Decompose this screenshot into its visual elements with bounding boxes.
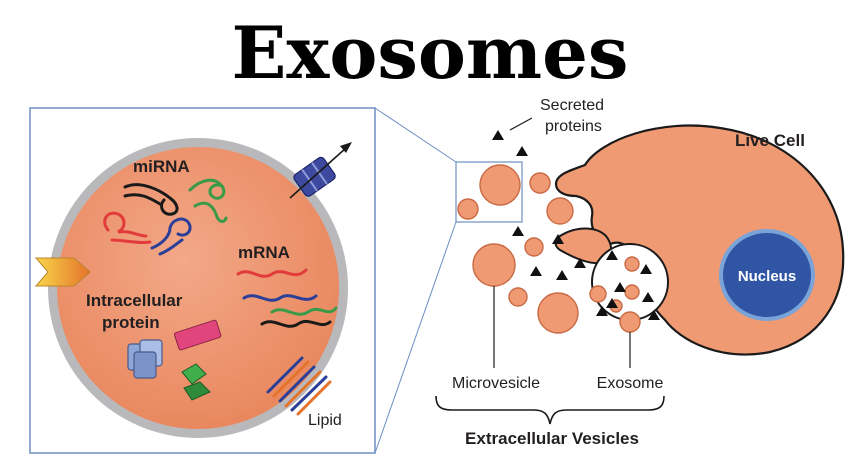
vesicle-zoom: miRNA mRNA Intracellular protein [34,138,352,438]
label-intracellular-line2: protein [102,313,160,332]
secreted-protein-icon [552,234,564,244]
label-intracellular-protein: Intracellular protein [86,291,187,332]
exosome [619,311,641,333]
secreted-proteins-group [492,130,660,320]
label-exosome: Exosome [597,375,664,392]
lipid-icon [266,356,332,416]
protein-blue-barrel [127,339,163,379]
mrna-blue [242,294,318,302]
nucleus [719,229,815,321]
mrna-green [270,306,338,316]
secreted-protein-icon [574,258,586,268]
extracellular-vesicles-group [457,164,641,334]
label-mrna: mRNA [238,243,290,262]
zoom-line-bottom [374,221,457,454]
zoom-line-top [374,107,457,163]
live-cell: Nucleus Live Cell [554,124,845,356]
exosome [624,284,640,300]
channel-arrow-head [340,142,352,153]
label-live-cell: Live Cell [735,131,805,150]
microvesicle [546,197,574,225]
mrna-black [260,319,332,328]
microvesicle [472,243,516,287]
label-secreted-line2: proteins [545,118,602,135]
secreted-protein-icon [512,226,524,236]
secreted-protein-icon [642,292,654,302]
mirna-black [123,183,179,216]
microvesicle [529,172,551,194]
exosome [624,256,640,272]
secreted-protein-icon [516,146,528,156]
secreted-protein-icon [648,310,660,320]
secreted-pointer [509,117,533,131]
label-secreted-line1: Secreted [540,97,604,114]
exosome [589,285,607,303]
secreted-protein-icon [530,266,542,276]
vesicles-brace [435,395,665,425]
protein-pink [174,319,222,351]
mirna-blue [150,217,192,256]
secreted-protein-icon [606,298,618,308]
label-extracellular-vesicles: Extracellular Vesicles [465,429,639,448]
label-mirna: miRNA [133,157,190,176]
microvesicle [479,164,521,206]
label-intracellular-line1: Intracellular [86,291,183,310]
secreted-protein-icon [596,306,608,316]
mirna-red [103,211,152,245]
label-microvesicle: Microvesicle [452,375,540,392]
protein-green [181,363,211,401]
microvesicle [508,287,528,307]
secreted-protein-icon [640,264,652,274]
zoom-source-box [455,161,523,223]
label-lipid: Lipid [308,412,342,429]
secreted-protein-icon [492,130,504,140]
microvesicle [537,292,579,334]
mirna-green [188,178,228,223]
secreted-protein-icon [614,282,626,292]
label-nucleus: Nucleus [738,268,796,285]
mrna-red [236,268,308,278]
secreted-protein-icon [556,270,568,280]
microvesicle [524,237,544,257]
secreted-protein-icon [606,250,618,260]
membrane-signal-icon [34,257,91,287]
page-title: Exosomes [232,10,629,95]
label-secreted-proteins: Secreted proteins [540,97,609,135]
microvesicle [457,198,479,220]
channel-arrow [289,147,347,199]
